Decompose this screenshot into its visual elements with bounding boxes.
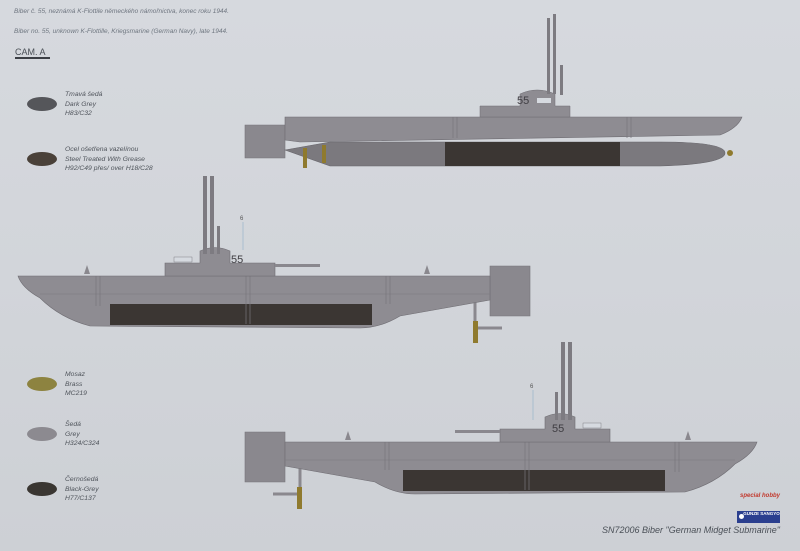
caption-english: Biber no. 55, unknown K-Flottille, Krieg… — [14, 28, 228, 35]
camouflage-label: CAM. A — [15, 47, 50, 59]
special-hobby-logo: special hobby — [740, 493, 781, 499]
submarine-view-middle: 55 6 — [16, 174, 532, 345]
color-dot — [27, 152, 57, 166]
color-dot — [27, 482, 57, 496]
hull-number: 55 — [517, 95, 529, 107]
gunze-sangyo-logo: GUNZE SANGYO — [737, 511, 780, 523]
callout-number: 6 — [240, 216, 244, 222]
propeller — [303, 148, 307, 168]
color-dot — [27, 377, 57, 391]
color-dot — [27, 427, 57, 441]
caption-czech: Biber č. 55, neznámá K-Flottile německéh… — [14, 8, 229, 15]
submarine-view-top: 55 — [244, 14, 743, 168]
color-dot — [27, 97, 57, 111]
callout-number: 6 — [530, 384, 534, 390]
submarine-view-bottom: 55 6 — [243, 340, 759, 511]
kit-title: SN72006 Biber "German Midget Submarine" — [602, 525, 780, 535]
hull-number: 55 — [231, 254, 243, 266]
hull-number: 55 — [552, 423, 564, 435]
